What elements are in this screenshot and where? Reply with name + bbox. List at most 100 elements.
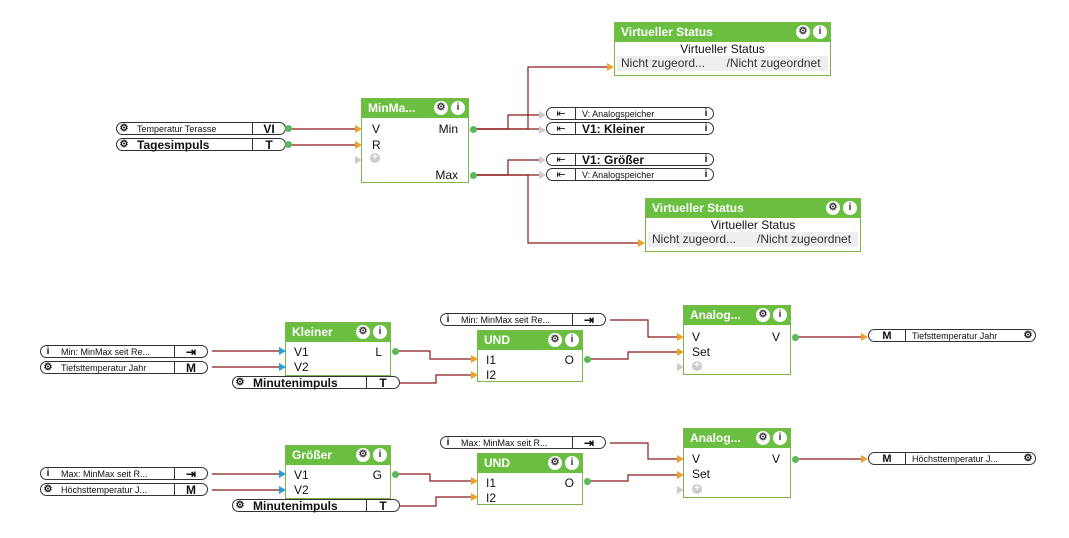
add-input-icon[interactable]: + [692, 361, 702, 371]
kleiner-block[interactable]: Kleiner ⚙i V1 V2 L [285, 322, 391, 376]
input-v2[interactable]: V2 [294, 360, 309, 374]
input-v[interactable]: V [692, 452, 701, 466]
input-hoechsttemperatur[interactable]: ⚙ Höchsttemperatur J... M [40, 483, 208, 496]
status-assignment[interactable]: Nicht zugeord.../Nicht zugeordnet [617, 56, 828, 71]
info-icon[interactable]: i [451, 101, 465, 115]
gear-icon[interactable]: ⚙ [43, 484, 53, 495]
output-v[interactable]: V [771, 330, 780, 344]
input-r[interactable]: R [372, 138, 381, 152]
gear-icon[interactable]: ⚙ [796, 25, 810, 39]
output-o[interactable]: O [564, 353, 574, 367]
info-icon[interactable]: i [565, 456, 579, 470]
block-header: UND ⚙i [478, 331, 582, 350]
input-min-ref[interactable]: i Min: MinMax seit Re... ⇥ [40, 345, 208, 358]
gear-icon[interactable]: ⚙ [356, 325, 370, 339]
add-input-icon[interactable]: + [692, 484, 702, 494]
info-icon[interactable]: i [773, 308, 787, 322]
block-header: UND ⚙i [478, 454, 582, 473]
info-icon[interactable]: i [565, 333, 579, 347]
input-arrow [861, 333, 868, 341]
info-icon[interactable]: i [704, 123, 708, 134]
input-v[interactable]: V [372, 122, 381, 136]
input-tagesimpuls[interactable]: ⚙ Tagesimpuls T [116, 138, 286, 152]
input-v[interactable]: V [692, 330, 701, 344]
gear-icon[interactable]: ⚙ [548, 456, 562, 470]
input-i1[interactable]: I1 [486, 476, 497, 490]
info-icon[interactable]: i [704, 108, 708, 119]
output-max[interactable]: Max [435, 168, 458, 182]
gear-icon[interactable]: ⚙ [119, 139, 129, 150]
minmax-block[interactable]: MinMa... ⚙i V R + Min Max [361, 98, 469, 183]
output-o[interactable]: O [564, 476, 574, 490]
output-hoechsttemperatur[interactable]: M Höchsttemperatur J... ⚙ [868, 452, 1036, 465]
ref-v1-groesser[interactable]: ⇤ V1: Größer i [546, 153, 714, 167]
ref-min-minmax[interactable]: i Min: MinMax seit Re... ⇥ [440, 313, 606, 326]
output-g[interactable]: G [372, 468, 382, 482]
ref-analogspeicher[interactable]: ⇤ V: Analogspeicher i [546, 107, 714, 120]
add-input-icon[interactable]: + [370, 153, 380, 163]
gear-icon[interactable]: ⚙ [1023, 330, 1033, 341]
ref-tag: M [174, 362, 207, 374]
info-icon[interactable]: i [46, 468, 50, 479]
output-tiefsttemperatur[interactable]: M Tiefsttemperatur Jahr ⚙ [868, 329, 1036, 342]
gear-icon[interactable]: ⚙ [356, 448, 370, 462]
output-v[interactable]: V [771, 452, 780, 466]
input-i2[interactable]: I2 [486, 368, 497, 382]
ref-icon: ⇤ [547, 154, 576, 166]
input-minutenimpuls[interactable]: ⚙ Minutenimpuls T [232, 376, 400, 390]
ref-max-minmax[interactable]: i Max: MinMax seit R... ⇥ [440, 436, 606, 449]
gear-icon[interactable]: ⚙ [119, 123, 129, 134]
input-tiefsttemperatur[interactable]: ⚙ Tiefsttemperatur Jahr M [40, 361, 208, 374]
gear-icon[interactable]: ⚙ [756, 431, 770, 445]
gear-icon[interactable]: ⚙ [235, 500, 245, 511]
virtual-status-block[interactable]: Virtueller Status ⚙i Virtueller Status N… [614, 22, 831, 76]
analogspeicher-block[interactable]: Analog... ⚙i V Set + V [683, 428, 791, 498]
info-icon[interactable]: i [446, 314, 450, 325]
info-icon[interactable]: i [704, 154, 708, 165]
block-header: Analog... ⚙i [684, 306, 790, 325]
ref-label: V: Analogspeicher [582, 169, 655, 180]
info-icon[interactable]: i [46, 346, 50, 357]
groesser-block[interactable]: Größer ⚙i V1 V2 G [285, 445, 391, 499]
virtual-status-block[interactable]: Virtueller Status ⚙i Virtueller Status N… [645, 198, 861, 252]
output-l[interactable]: L [375, 345, 382, 359]
block-title: Virtueller Status [652, 201, 744, 215]
gear-icon[interactable]: ⚙ [826, 201, 840, 215]
info-icon[interactable]: i [446, 437, 450, 448]
gear-icon[interactable]: ⚙ [43, 362, 53, 373]
input-v1[interactable]: V1 [294, 345, 309, 359]
input-i2[interactable]: I2 [486, 491, 497, 505]
output-dot [392, 471, 399, 478]
info-icon[interactable]: i [373, 448, 387, 462]
info-icon[interactable]: i [843, 201, 857, 215]
status-text: Virtueller Status [680, 42, 765, 56]
input-arrow [677, 348, 684, 356]
info-icon[interactable]: i [773, 431, 787, 445]
input-v1[interactable]: V1 [294, 468, 309, 482]
ref-tag: M [174, 484, 207, 496]
input-temperatur-terasse[interactable]: ⚙ Temperatur Terasse VI [116, 122, 286, 135]
analogspeicher-block[interactable]: Analog... ⚙i V Set + V [683, 305, 791, 375]
ref-label: V1: Kleiner [582, 121, 645, 136]
input-i1[interactable]: I1 [486, 353, 497, 367]
ref-tag: ⇥ [174, 346, 207, 358]
info-icon[interactable]: i [373, 325, 387, 339]
info-icon[interactable]: i [813, 25, 827, 39]
gear-icon[interactable]: ⚙ [235, 377, 245, 388]
input-minutenimpuls[interactable]: ⚙ Minutenimpuls T [232, 499, 400, 513]
input-set[interactable]: Set [692, 467, 711, 481]
input-set[interactable]: Set [692, 345, 711, 359]
status-assignment[interactable]: Nicht zugeord.../Nicht zugeordnet [648, 232, 858, 247]
gear-icon[interactable]: ⚙ [434, 101, 448, 115]
ref-v1-kleiner[interactable]: ⇤ V1: Kleiner i [546, 121, 714, 136]
gear-icon[interactable]: ⚙ [756, 308, 770, 322]
info-icon[interactable]: i [704, 169, 708, 180]
und-block[interactable]: UND ⚙i I1 I2 O [477, 330, 583, 382]
gear-icon[interactable]: ⚙ [1023, 453, 1033, 464]
input-max-ref[interactable]: i Max: MinMax seit R... ⇥ [40, 467, 208, 480]
und-block[interactable]: UND ⚙i I1 I2 O [477, 453, 583, 505]
output-min[interactable]: Min [438, 122, 458, 136]
input-v2[interactable]: V2 [294, 483, 309, 497]
ref-analogspeicher[interactable]: ⇤ V: Analogspeicher i [546, 168, 714, 181]
gear-icon[interactable]: ⚙ [548, 333, 562, 347]
